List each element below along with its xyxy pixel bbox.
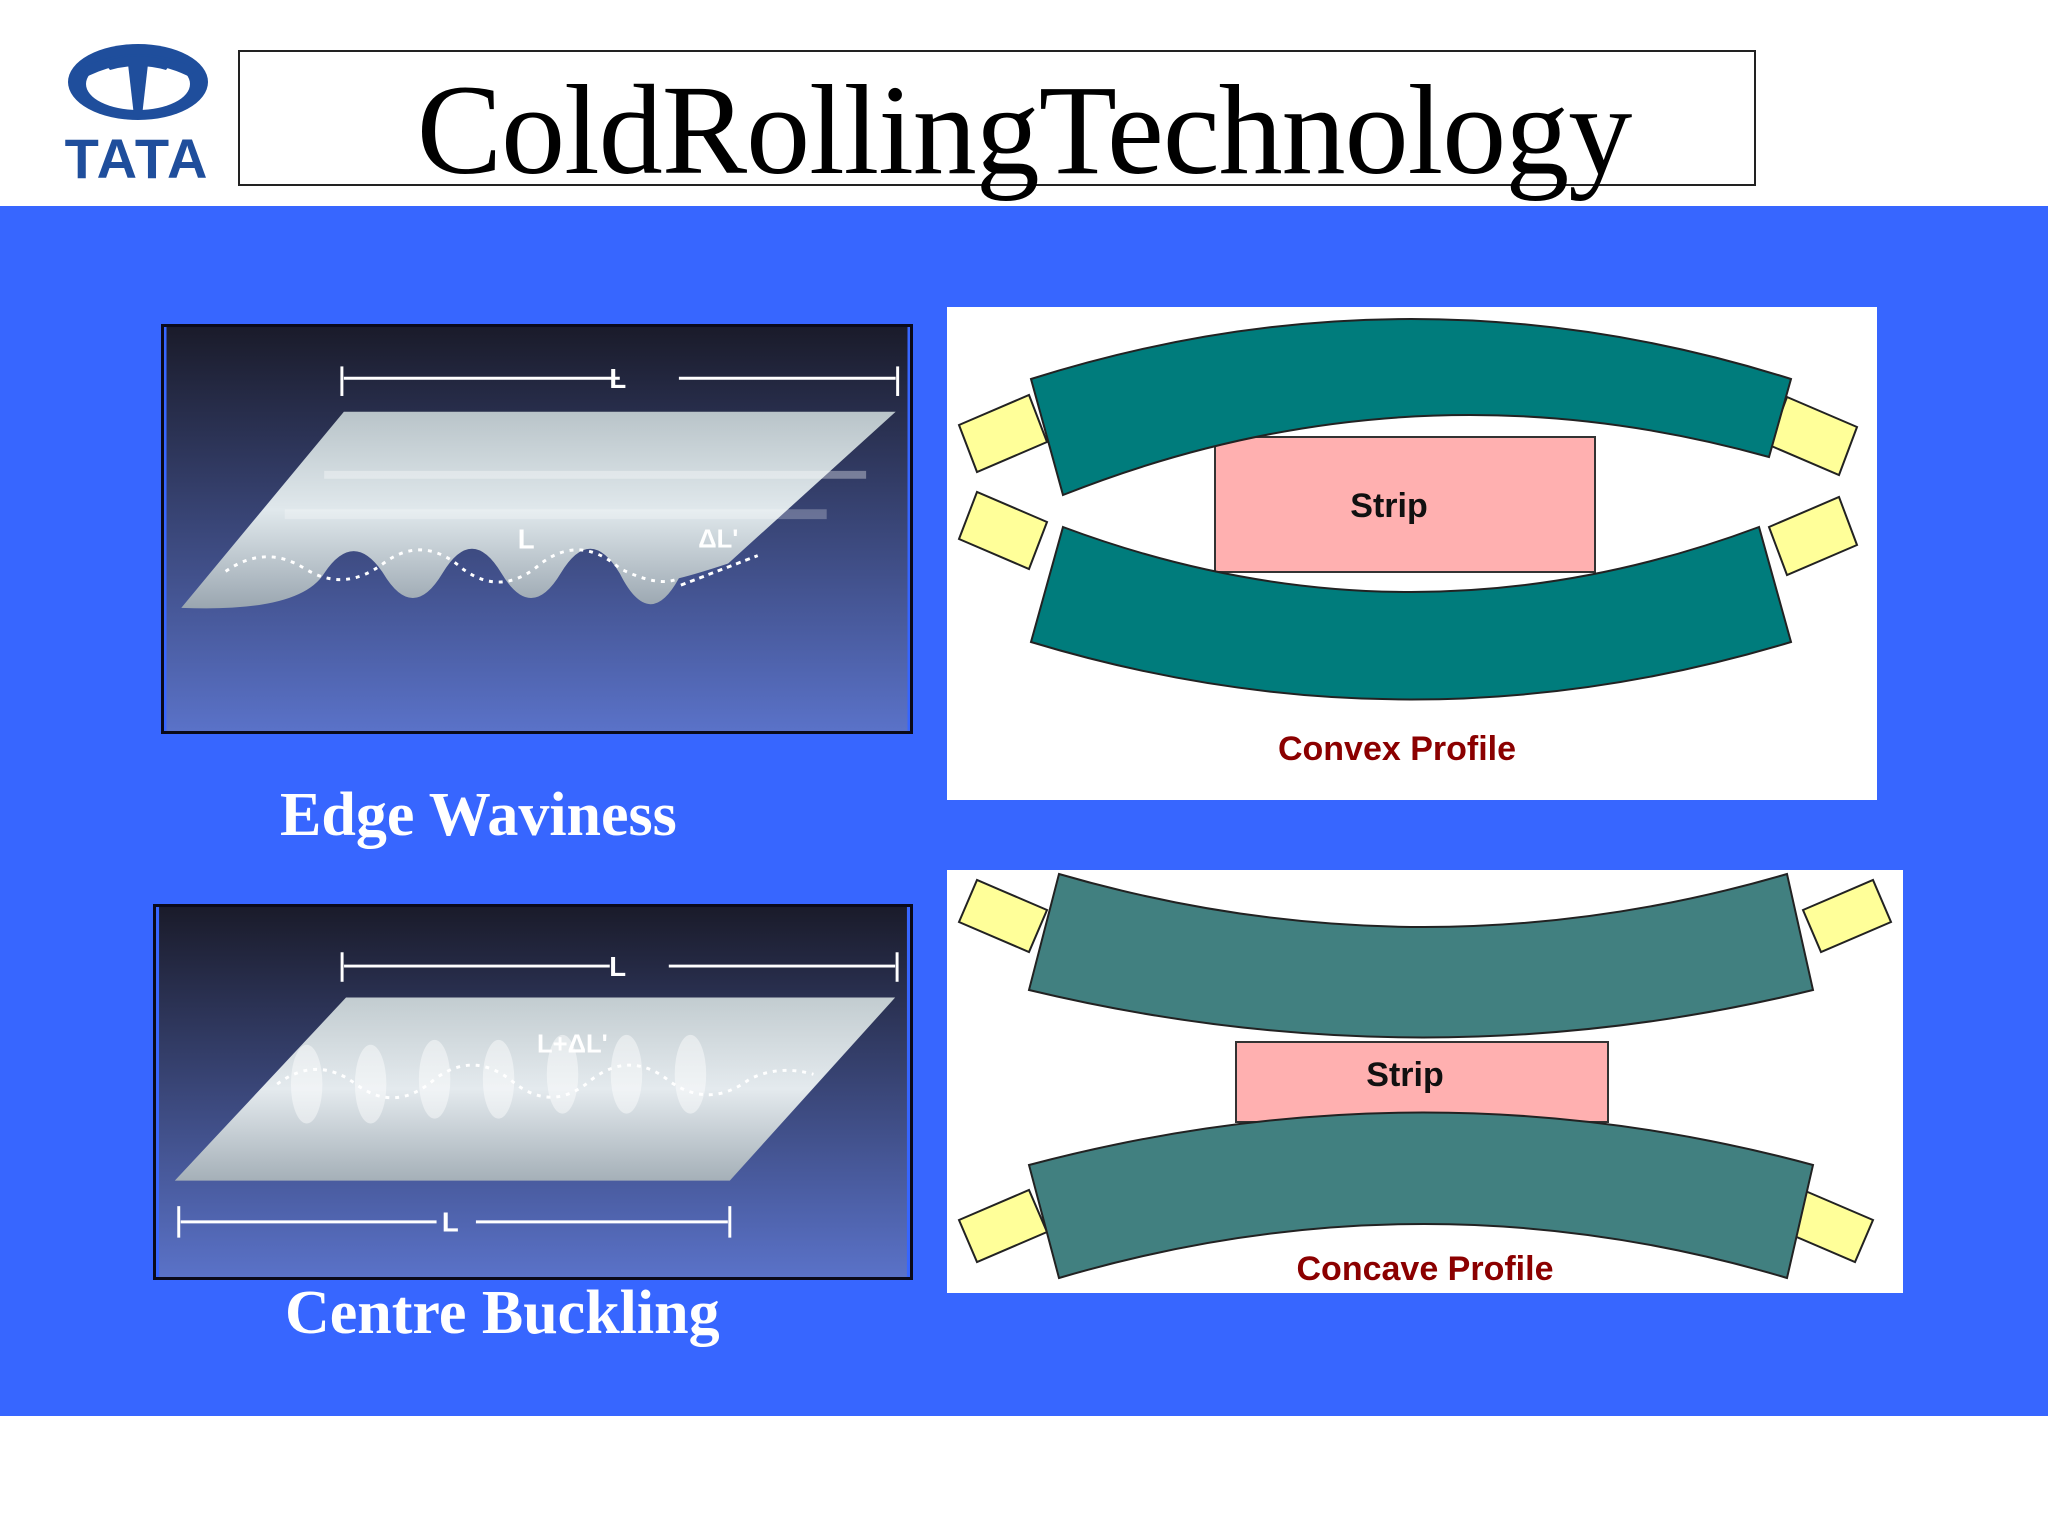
concave-chock-top-left (957, 878, 1049, 954)
edge-label-delta: ΔL' (698, 526, 738, 554)
concave-strip (1235, 1041, 1609, 1123)
convex-profile-label: Convex Profile (1278, 730, 1516, 768)
convex-top-roll (1029, 318, 1793, 497)
concave-strip-label: Strip (1366, 1056, 1443, 1094)
centre-buckling-caption: Centre Buckling (285, 1279, 720, 1347)
concave-profile-diagram: Strip Concave Profile (947, 870, 1903, 1293)
edge-waviness-image: L L ΔL' (161, 324, 913, 734)
concave-bottom-roll (1027, 1111, 1815, 1280)
convex-chock-bottom-right (1767, 495, 1859, 577)
buckle-label-l-top: L (609, 951, 626, 982)
page-title: ColdRollingTechnology (416, 59, 1632, 201)
buckle-label-l-bottom: L (442, 1207, 459, 1238)
tata-logo: TATA (65, 44, 210, 190)
convex-profile-diagram: Strip Convex Profile (947, 307, 1877, 800)
edge-waviness-caption: Edge Waviness (280, 781, 677, 849)
title-box (238, 50, 1756, 186)
concave-top-roll (1027, 872, 1815, 1039)
edge-label-l-top: L (609, 363, 626, 394)
logo-text: TATA (65, 127, 210, 190)
concave-chock-top-right (1801, 878, 1893, 954)
convex-bottom-roll (1029, 525, 1793, 701)
convex-chock-top-left (957, 393, 1049, 474)
buckle-label-wave: L+ΔL' (537, 1031, 608, 1059)
centre-buckling-image: L L+ΔL' L (153, 904, 913, 1280)
tata-emblem-icon (68, 44, 208, 120)
edge-label-l-wave: L (518, 524, 535, 555)
convex-chock-bottom-left (957, 490, 1049, 571)
convex-strip-label: Strip (1350, 487, 1427, 525)
convex-strip (1214, 436, 1596, 573)
concave-profile-label: Concave Profile (1297, 1250, 1554, 1288)
